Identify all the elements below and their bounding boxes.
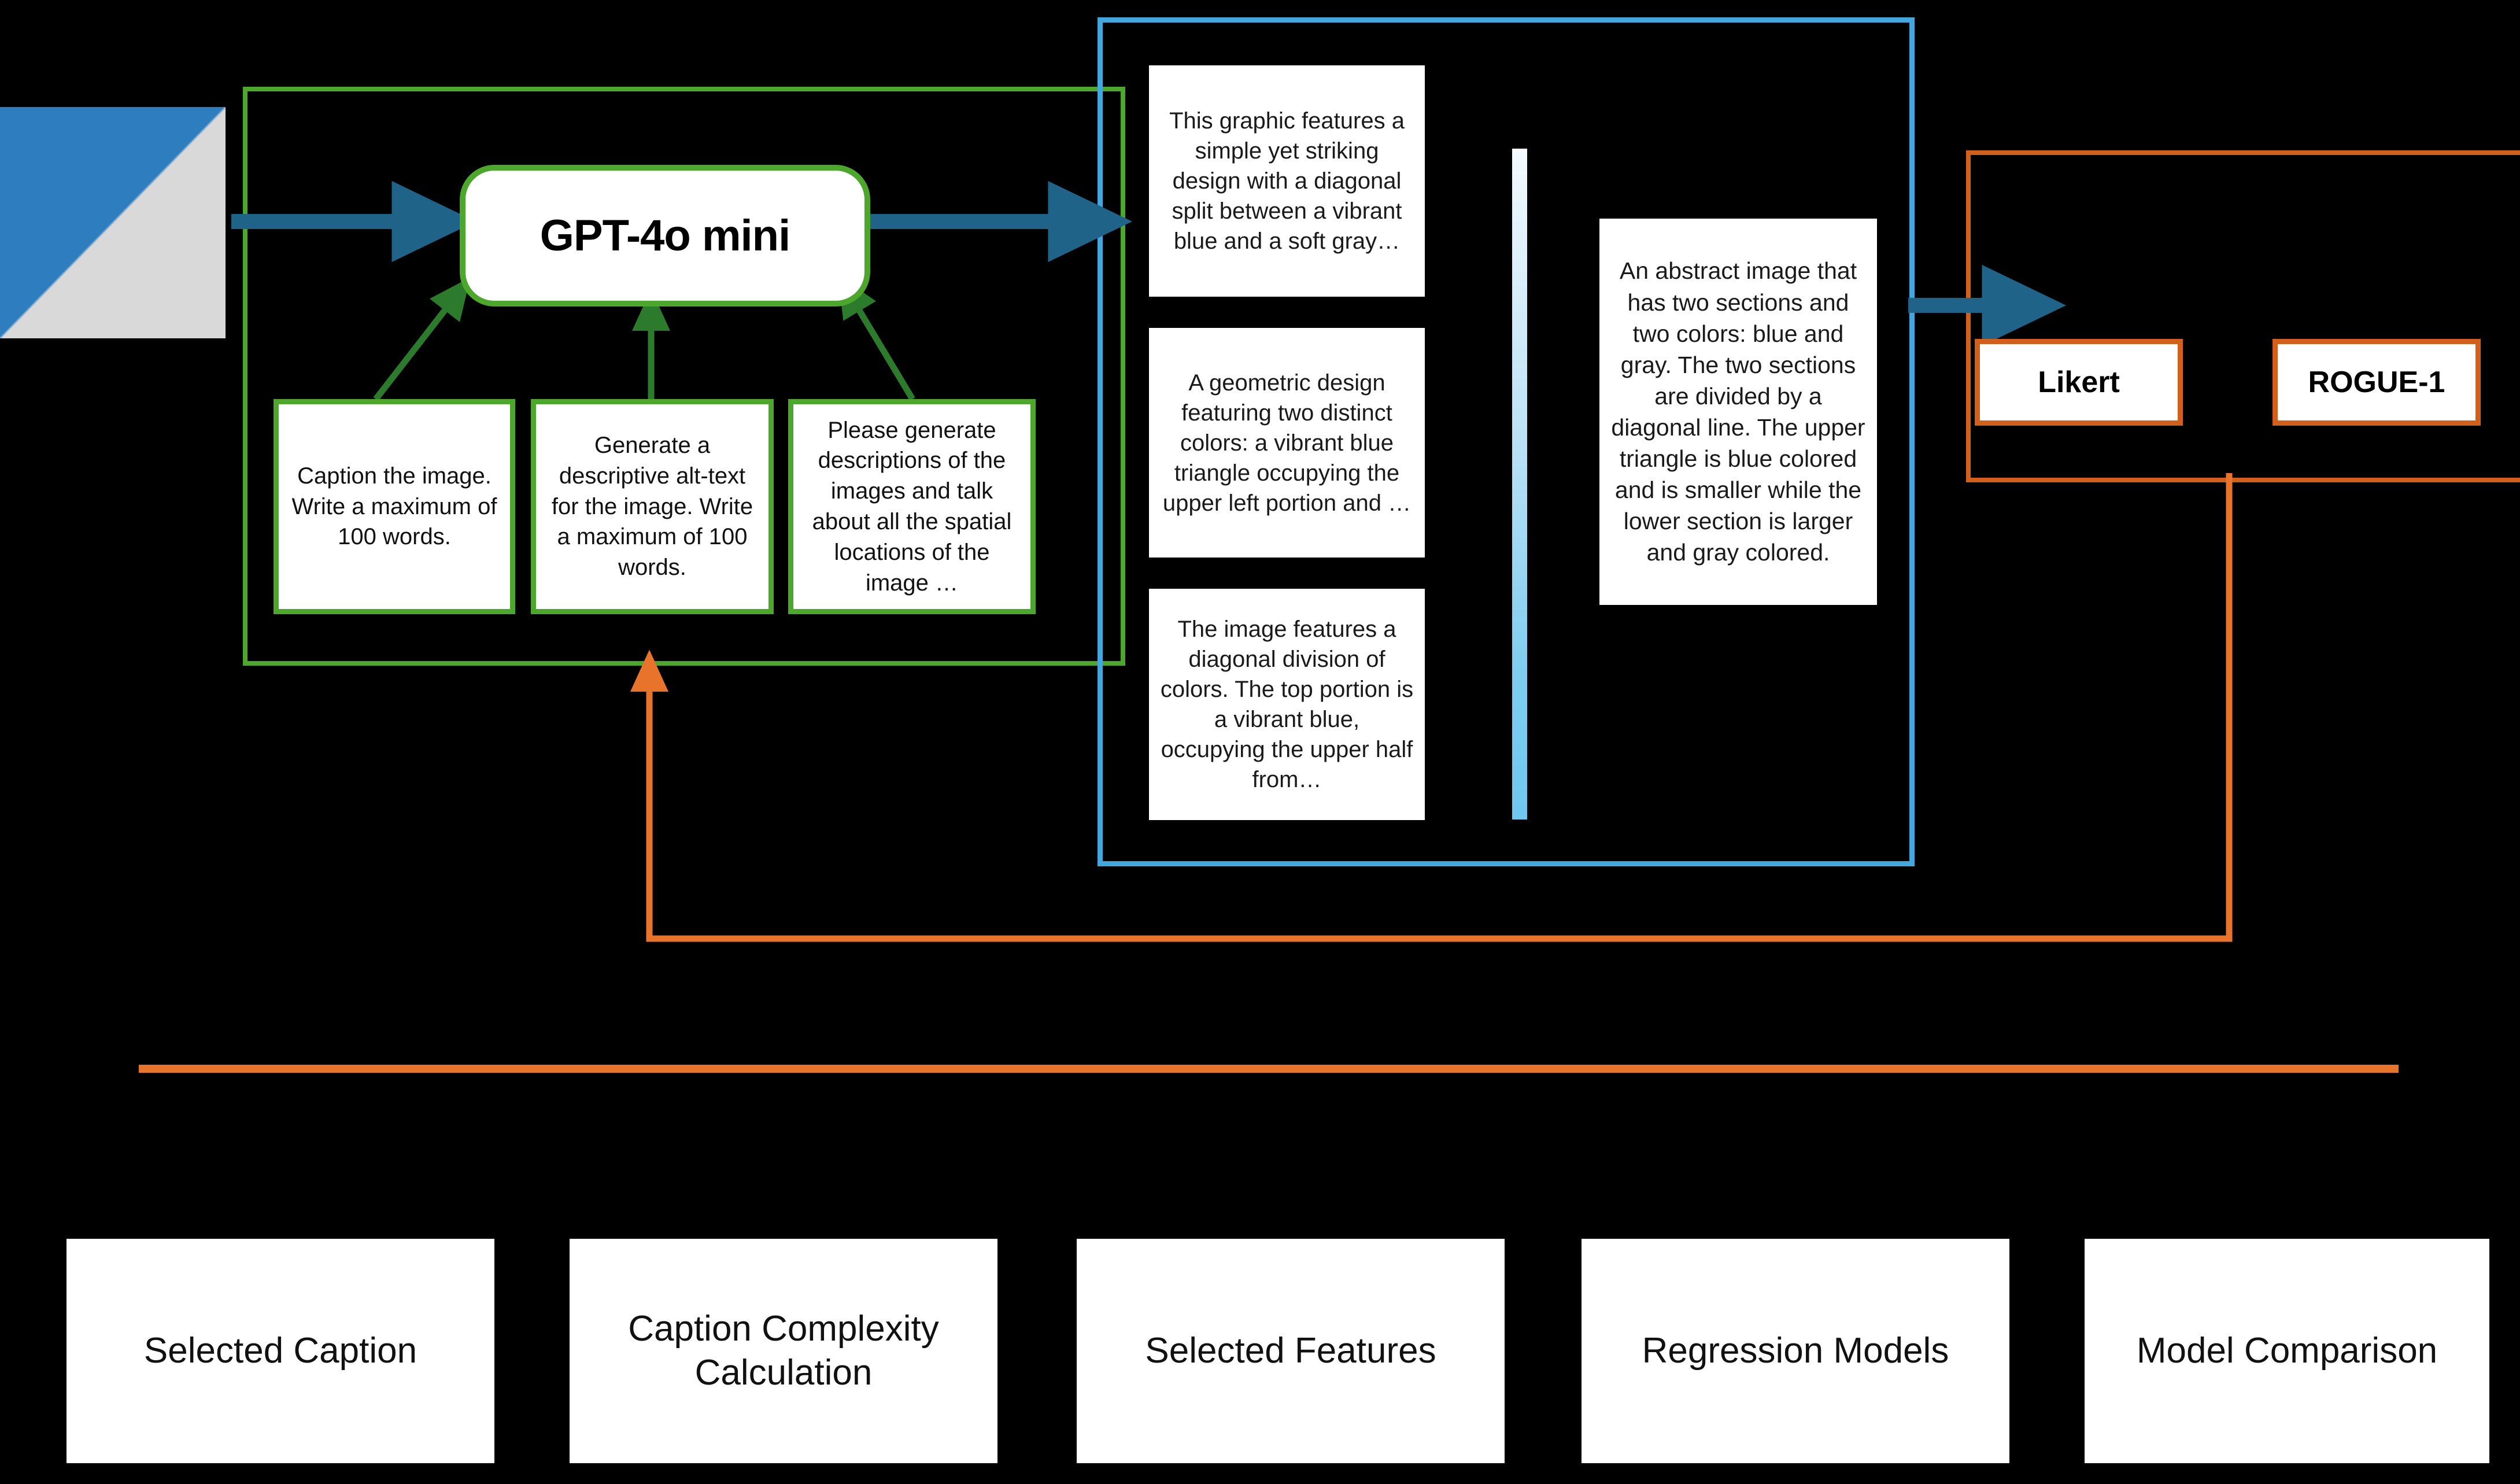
model-node-label: GPT-4o mini <box>540 211 790 260</box>
prompt-box-caption[interactable]: Caption the image. Write a maximum of 10… <box>274 399 515 614</box>
caption-text: This graphic features a simple yet strik… <box>1169 108 1405 254</box>
stage-box-selected-features[interactable]: Selected Features <box>1077 1239 1505 1463</box>
stage-label: Caption Complexity Calculation <box>628 1309 939 1393</box>
stage-box-selected-caption[interactable]: Selected Caption <box>66 1239 494 1463</box>
metric-box-likert[interactable]: Likert <box>1975 339 2183 426</box>
prompt-box-alt-text[interactable]: Generate a descriptive alt-text for the … <box>531 399 774 614</box>
prompt-text: Caption the image. Write a maximum of 10… <box>291 463 497 550</box>
stage-label: Selected Caption <box>143 1331 417 1371</box>
stage-box-model-comparison[interactable]: Model Comparison <box>2085 1239 2489 1463</box>
metric-label: ROGUE-1 <box>2308 366 2445 399</box>
selected-caption-box[interactable]: An abstract image that has two sections … <box>1599 219 1877 605</box>
metric-label: Likert <box>2038 366 2120 399</box>
selected-caption-text: An abstract image that has two sections … <box>1611 257 1865 566</box>
evaluation-group-container <box>1966 150 2520 482</box>
input-image-thumbnail <box>0 107 226 338</box>
stage-label: Selected Features <box>1145 1331 1436 1371</box>
caption-output-box[interactable]: This graphic features a simple yet strik… <box>1149 65 1425 297</box>
prompt-text: Generate a descriptive alt-text for the … <box>551 433 753 581</box>
stage-box-caption-complexity-calculation[interactable]: Caption Complexity Calculation <box>570 1239 997 1463</box>
metric-box-rouge1[interactable]: ROGUE-1 <box>2273 339 2481 426</box>
caption-output-box[interactable]: A geometric design featuring two distinc… <box>1149 328 1425 558</box>
caption-text: The image features a diagonal division o… <box>1160 617 1414 792</box>
stage-label: Regression Models <box>1642 1331 1949 1371</box>
caption-text: A geometric design featuring two distinc… <box>1162 370 1412 516</box>
caption-output-box[interactable]: The image features a diagonal division o… <box>1149 589 1425 820</box>
prompt-box-spatial[interactable]: Please generate descriptions of the imag… <box>788 399 1036 614</box>
model-node[interactable]: GPT-4o mini <box>460 165 870 307</box>
stage-box-regression-models[interactable]: Regression Models <box>1582 1239 2009 1463</box>
diagonal-split-graphic <box>0 107 226 338</box>
prompt-text: Please generate descriptions of the imag… <box>812 417 1012 596</box>
gradient-separator-bar <box>1512 149 1527 819</box>
stage-label: Model Comparison <box>2136 1331 2438 1371</box>
